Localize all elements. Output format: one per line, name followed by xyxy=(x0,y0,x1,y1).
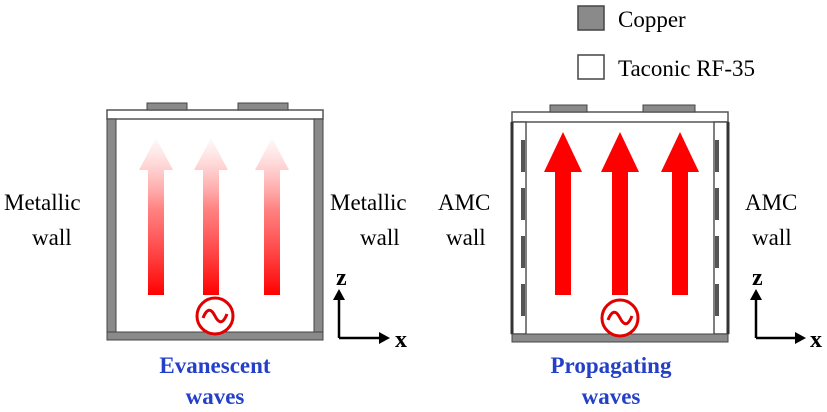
left-panel-right-wall-label-line1: Metallic xyxy=(330,190,407,215)
left-panel-left-wall-label-line1: Metallic xyxy=(4,190,81,215)
left-axis-x-label: x xyxy=(395,327,407,353)
right-axes: z x xyxy=(750,265,822,353)
propagating-arrow-1 xyxy=(544,132,582,295)
left-panel-left-wall-label-line2: wall xyxy=(32,225,72,250)
right-amc-strips-right xyxy=(715,140,719,316)
legend-copper-label: Copper xyxy=(618,7,686,32)
propagating-arrow-2 xyxy=(601,132,639,295)
right-propagating-arrows xyxy=(544,132,699,295)
right-panel-left-wall-label-line2: wall xyxy=(446,225,486,250)
left-caption-line1: Evanescent xyxy=(159,353,271,378)
evanescent-arrow-2 xyxy=(194,138,228,295)
left-metallic-wall-right xyxy=(313,118,324,333)
legend-substrate-swatch xyxy=(577,54,605,80)
left-top-substrate xyxy=(106,109,324,120)
left-evanescent-arrows xyxy=(139,138,289,295)
left-caption-line2: waves xyxy=(186,384,245,409)
legend-copper-swatch xyxy=(577,5,605,31)
right-panel-right-wall-label-line2: wall xyxy=(752,225,792,250)
right-top-patch-2 xyxy=(642,104,696,113)
left-axis-z-label: z xyxy=(336,265,347,291)
legend-substrate-label: Taconic RF-35 xyxy=(618,56,755,81)
right-panel-left-wall-label-line1: AMC xyxy=(438,190,490,215)
left-top-patch-1 xyxy=(146,102,188,111)
right-top-substrate xyxy=(511,111,729,123)
left-axes: z x xyxy=(333,265,407,353)
propagating-arrow-3 xyxy=(661,132,699,295)
right-axis-z-label: z xyxy=(752,265,763,291)
left-source-icon xyxy=(195,296,235,336)
left-panel-right-wall-label-line2: wall xyxy=(360,225,400,250)
legend: Copper Taconic RF-35 xyxy=(577,5,755,81)
right-caption-line2: waves xyxy=(582,384,641,409)
evanescent-arrow-3 xyxy=(255,138,289,295)
evanescent-arrow-1 xyxy=(139,138,173,295)
left-panel: Metallic wall Metallic wall z x Evanesce… xyxy=(4,102,407,409)
right-amc-strips-left xyxy=(521,140,525,316)
right-caption-line1: Propagating xyxy=(551,353,672,378)
left-top-patch-2 xyxy=(237,102,289,111)
right-panel-right-wall-label-line1: AMC xyxy=(745,190,797,215)
right-axis-x-label: x xyxy=(810,327,822,353)
right-source-icon xyxy=(600,298,640,338)
right-panel: AMC wall AMC wall z x Propagating waves xyxy=(438,104,822,409)
right-top-patch-1 xyxy=(549,104,588,113)
left-metallic-wall-left xyxy=(106,118,117,333)
